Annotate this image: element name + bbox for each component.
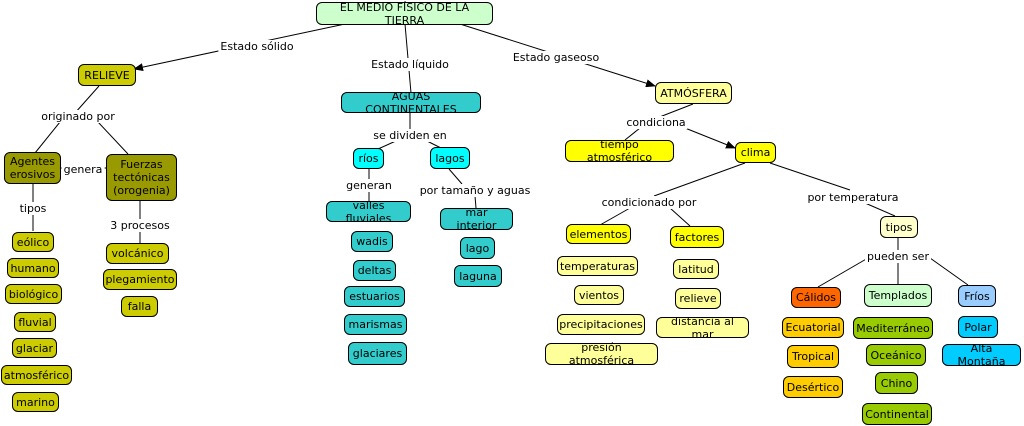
concept-rios[interactable]: ríos — [353, 148, 384, 169]
link-tipos-agentes: tipos — [17, 202, 49, 215]
edge-originado-fuerzas — [97, 121, 129, 155]
agent-type-glaciar[interactable]: glaciar — [12, 338, 57, 358]
climate-tropical[interactable]: Tropical — [787, 345, 839, 368]
agent-type-eolico[interactable]: eólico — [12, 232, 54, 252]
climate-mediterraneo[interactable]: Mediterráneo — [853, 317, 933, 339]
climate-polar[interactable]: Polar — [958, 316, 998, 338]
river-form-wadis[interactable]: wadis — [351, 231, 393, 252]
edge-originado-agentes — [34, 121, 61, 154]
link-se-dividen-en: se dividen en — [371, 129, 449, 142]
agent-type-fluvial[interactable]: fluvial — [14, 312, 56, 332]
factor-distancia-al-mar[interactable]: distancia al mar — [656, 315, 749, 341]
element-temperaturas[interactable]: temperaturas — [557, 256, 638, 276]
river-form-marismas[interactable]: marismas — [344, 314, 407, 335]
edge-portemp-tipos — [864, 202, 896, 217]
concept-agentes-erosivos[interactable]: Agentes erosivos — [4, 152, 61, 184]
link-originado-por: originado por — [39, 110, 117, 123]
edge-tamano-mar — [474, 195, 477, 209]
edge-condicionado-elementos — [599, 207, 631, 226]
process-plegamiento[interactable]: plegamiento — [103, 269, 177, 290]
link-por-temperatura: por temperatura — [805, 191, 901, 204]
climate-frios[interactable]: Fríos — [958, 285, 996, 307]
edge-relieve-originado — [74, 85, 100, 114]
link-condiciona: condiciona — [624, 116, 688, 129]
climate-oceanico[interactable]: Oceánico — [866, 344, 926, 366]
concept-clima[interactable]: clima — [735, 142, 776, 163]
river-form-estuarios[interactable]: estuarios — [344, 286, 405, 307]
agent-type-biologico[interactable]: biológico — [5, 284, 62, 304]
process-falla[interactable]: falla — [121, 296, 158, 317]
climate-chino[interactable]: Chino — [875, 372, 918, 394]
lake-type-lago[interactable]: lago — [460, 237, 495, 259]
climate-desertico[interactable]: Desértico — [783, 376, 843, 398]
link-3-procesos: 3 procesos — [108, 219, 172, 232]
element-precipitaciones[interactable]: precipitaciones — [557, 314, 645, 335]
link-pueden-ser: pueden ser — [865, 250, 931, 263]
edge-clima-condicionado — [653, 162, 746, 197]
concept-elementos[interactable]: elementos — [566, 224, 631, 244]
concept-relieve[interactable]: RELIEVE — [78, 64, 136, 86]
climate-templados[interactable]: Templados — [864, 284, 932, 307]
edge-clima-portemp — [769, 162, 851, 191]
climate-ecuatorial[interactable]: Ecuatorial — [782, 317, 844, 338]
edge-pueden-frios — [929, 257, 969, 286]
link-por-tamano: por tamaño y aguas — [417, 184, 533, 197]
element-presion-atmosferica[interactable]: presión atmosférica — [545, 341, 658, 367]
river-form-valles-fluviales[interactable]: valles fluviales — [326, 199, 411, 225]
link-generan: generan — [344, 179, 394, 192]
link-condicionado-por: condicionado por — [599, 196, 699, 209]
root-concept-medio-fisico[interactable]: EL MEDIO FÍSICO DE LA TIERRA — [316, 1, 493, 27]
concept-factores[interactable]: factores — [670, 226, 724, 248]
river-form-deltas[interactable]: deltas — [353, 260, 396, 281]
element-vientos[interactable]: vientos — [574, 285, 624, 305]
climate-alta-montana[interactable]: Alta Montaña — [942, 342, 1021, 368]
agent-type-marino[interactable]: marino — [12, 392, 59, 412]
process-volcanico[interactable]: volcánico — [106, 243, 169, 264]
link-estado-gaseoso: Estado gaseoso — [510, 51, 602, 64]
concept-lagos[interactable]: lagos — [430, 147, 470, 169]
concept-atmosfera[interactable]: ATMÓSFERA — [655, 82, 732, 104]
edge-atmosfera-condiciona — [656, 103, 694, 119]
concept-tiempo-atmosferico[interactable]: tiempo atmosférico — [565, 138, 674, 164]
edge-condicionado-factores — [669, 207, 691, 227]
concept-aguas-continentales[interactable]: AGUAS CONTINENTALES — [341, 90, 481, 116]
river-form-glaciares[interactable]: glaciares — [348, 342, 407, 365]
lake-type-laguna[interactable]: laguna — [454, 265, 502, 287]
link-estado-liquido: Estado líquido — [369, 58, 451, 71]
agent-type-humano[interactable]: humano — [7, 258, 59, 278]
concept-fuerzas-tectonicas[interactable]: Fuerzas tectónicas (orogenia) — [106, 154, 177, 201]
lake-type-mar-interior[interactable]: mar interior — [440, 206, 513, 232]
agent-type-atmosferico[interactable]: atmosférico — [1, 365, 72, 385]
factor-relieve[interactable]: relieve — [675, 288, 721, 309]
edge-condiciona-tiempo — [624, 127, 641, 141]
climate-continental[interactable]: Continental — [862, 403, 932, 425]
link-genera: genera — [61, 163, 105, 176]
edge-condiciona-clima — [684, 127, 736, 149]
factor-latitud[interactable]: latitud — [673, 259, 719, 279]
link-estado-solido: Estado sólido — [218, 40, 296, 53]
concept-tipos-clima[interactable]: tipos — [880, 216, 918, 238]
climate-calidos[interactable]: Cálidos — [791, 287, 841, 308]
edge-pueden-calidos — [817, 257, 869, 288]
edge-lagos-tamano — [448, 168, 463, 185]
